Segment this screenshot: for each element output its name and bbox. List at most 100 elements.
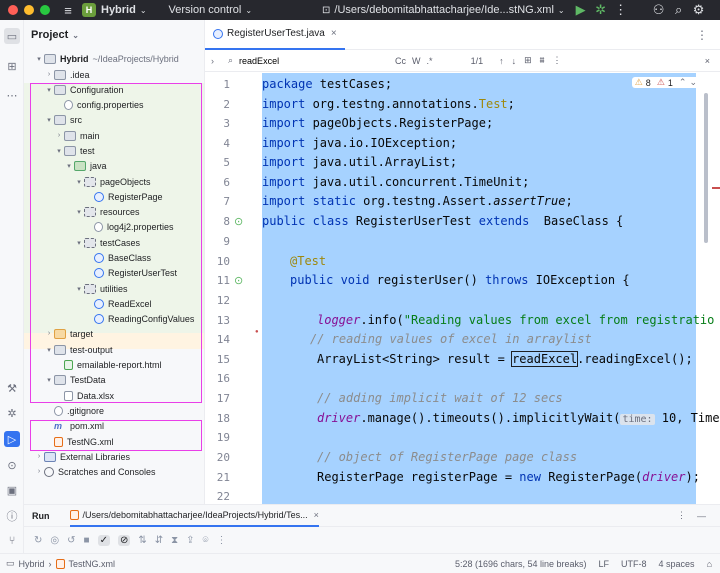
line-separator[interactable]: LF [598,558,610,569]
more-actions-icon[interactable]: ⋮ [614,2,628,17]
caret-position[interactable]: 5:28 (1696 chars, 54 line breaks) [454,558,587,569]
tab-registerusertest[interactable]: RegisterUserTest.java × [205,20,345,50]
tree-item-utilities[interactable]: ▾utilities [77,283,128,294]
tree-item-data-xlsx[interactable]: Data.xlsx [54,388,114,403]
more-tools-icon[interactable]: ⋯ [6,89,18,102]
tree-item-log4j2[interactable]: log4j2.properties [84,219,174,234]
scrollbar[interactable] [704,93,708,243]
terminal-tool-icon[interactable]: ▣ [6,484,18,497]
select-all-icon[interactable]: ⊞ [524,55,532,65]
lock-icon[interactable]: ⌂ [706,558,712,569]
filter-icon[interactable]: ⩩ [539,55,545,65]
search-icon[interactable]: ⌕ [674,2,683,17]
tree-item-testng-xml[interactable]: TestNG.xml [44,434,114,449]
tree-item-src[interactable]: ▾src [47,114,82,125]
stop-square-icon[interactable]: ■ [83,534,90,546]
chevron-right-icon[interactable]: › [211,55,214,66]
export-icon[interactable]: ⇪ [186,534,195,546]
tree-item-testcases[interactable]: ▾testCases [77,237,141,248]
close-icon[interactable]: × [704,55,710,66]
more-icon[interactable]: ⋮ [216,534,227,546]
editor-area: RegisterUserTest.java × ⋮ › ⌕ Cc W .* 1/… [205,20,720,504]
file-encoding[interactable]: UTF-8 [621,558,647,569]
more-tabs-icon[interactable]: ⋮ [696,27,708,42]
history-icon[interactable]: ⧗ [171,534,179,546]
tree-item-gitignore[interactable]: .gitignore [44,403,104,418]
indent-setting[interactable]: 4 spaces [658,558,695,569]
tree-item-target[interactable]: ›target [47,328,94,339]
tree-item-baseclass[interactable]: BaseClass [84,250,151,265]
breadcrumb-file[interactable]: TestNG.xml [68,558,116,569]
tree-root-hybrid[interactable]: ▾Hybrid~/IdeaProjects/Hybrid [37,53,179,64]
line-number: 17 [216,392,230,405]
run-config-selector[interactable]: ⊡ /Users/debomitabhattacharjee/Ide...stN… [322,4,565,16]
close-icon[interactable]: × [313,509,319,520]
main-menu-icon[interactable]: ≡ [64,2,72,18]
tree-item-readingconfigvalues[interactable]: ReadingConfigValues [84,311,194,326]
tree-item-readexcel[interactable]: ReadExcel [84,296,152,311]
minimize-icon[interactable]: — [697,510,706,521]
run-gutter-icon[interactable]: ⊙ [234,216,244,228]
tree-item-testdata[interactable]: ▾TestData [47,374,106,385]
show-ignored-icon[interactable]: ⊘ [117,534,131,546]
tree-item-main[interactable]: ›main [57,130,100,141]
project-switcher[interactable]: H Hybrid ⌄ [82,3,147,17]
debug-tool-icon[interactable]: ✲ [7,407,17,420]
tree-item-scratches[interactable]: ›Scratches and Consoles [37,466,156,477]
services-tool-icon[interactable]: ⊙ [7,459,17,472]
debug-icon[interactable]: ✲ [595,2,607,17]
breadcrumb-project[interactable]: Hybrid [18,558,45,569]
run-tool-icon[interactable]: ▷ [4,431,20,447]
tree-item-java[interactable]: ▾java [67,160,107,171]
maximize-window-button[interactable] [40,5,50,15]
run-gutter-icon[interactable]: ⊙ [234,275,244,287]
match-case-toggle[interactable]: Cc [395,55,407,66]
tree-item-config-properties[interactable]: config.properties [54,97,144,112]
tree-item-registerpage[interactable]: RegisterPage [84,189,163,204]
add-user-icon[interactable]: ⚇ [652,2,665,17]
vcs-widget[interactable]: Version control ⌄ [169,4,252,16]
run-tab[interactable]: /Users/debomitabhattacharjee/IdeaProject… [69,505,319,527]
tree-item-test[interactable]: ▾test [57,145,95,156]
tree-item-registerusertest[interactable]: RegisterUserTest [84,265,177,280]
sort-duration-icon[interactable]: ⇵ [154,534,164,546]
tree-item-emailable-report[interactable]: emailable-report.html [54,357,162,372]
tree-item-resources[interactable]: ▾resources [77,206,140,217]
inspection-widget[interactable]: ⚠8 ⚠1 ⌃ ⌄ [631,77,700,88]
stop-icon[interactable]: ◎ [50,534,60,546]
tree-item-test-output[interactable]: ▾test-output [47,344,113,355]
sort-icon[interactable]: ⇅ [138,534,147,546]
run-icon[interactable]: ▶ [575,2,586,17]
tree-item-configuration[interactable]: ▾Configuration [47,84,124,95]
close-window-button[interactable] [8,5,18,15]
chevron-down-icon[interactable]: ⌄ [72,30,79,40]
more-icon[interactable]: ⋮ [677,510,686,520]
more-icon[interactable]: ⋮ [552,55,562,65]
arrow-up-icon[interactable]: ↑ [499,55,504,66]
chevron-down-icon[interactable]: ⌄ [689,77,697,87]
rerun-failed-icon[interactable]: ↺ [67,534,76,546]
rerun-icon[interactable]: ↻ [34,534,43,546]
arrow-down-icon[interactable]: ↓ [511,55,517,66]
find-input[interactable] [239,55,390,66]
problems-tool-icon[interactable]: ⓘ [6,511,18,523]
tree-item-idea[interactable]: ›.idea [47,69,90,80]
settings-icon[interactable]: ⚙ [692,2,705,17]
match-count: 1/1 [470,55,484,66]
close-icon[interactable]: × [330,28,337,39]
chevron-up-icon[interactable]: ⌃ [678,77,687,87]
whole-word-toggle[interactable]: W [412,55,421,66]
screenshot-icon[interactable]: ⌾ [202,534,209,546]
project-tool-icon[interactable]: ▭ [4,28,20,44]
regex-toggle[interactable]: .* [426,55,433,66]
status-bar: ▭ Hybrid › TestNG.xml 5:28 (1696 chars, … [0,553,720,573]
build-tool-icon[interactable]: ⚒ [7,382,17,395]
tree-item-external-libraries[interactable]: ›External Libraries [37,451,131,462]
show-passed-icon[interactable]: ✓ [97,534,110,546]
version-control-tool-icon[interactable]: ⑂ [8,535,16,547]
structure-tool-icon[interactable]: ⊞ [7,60,17,73]
tree-item-pageobjects[interactable]: ▾pageObjects [77,176,151,187]
minimize-window-button[interactable] [24,5,34,15]
